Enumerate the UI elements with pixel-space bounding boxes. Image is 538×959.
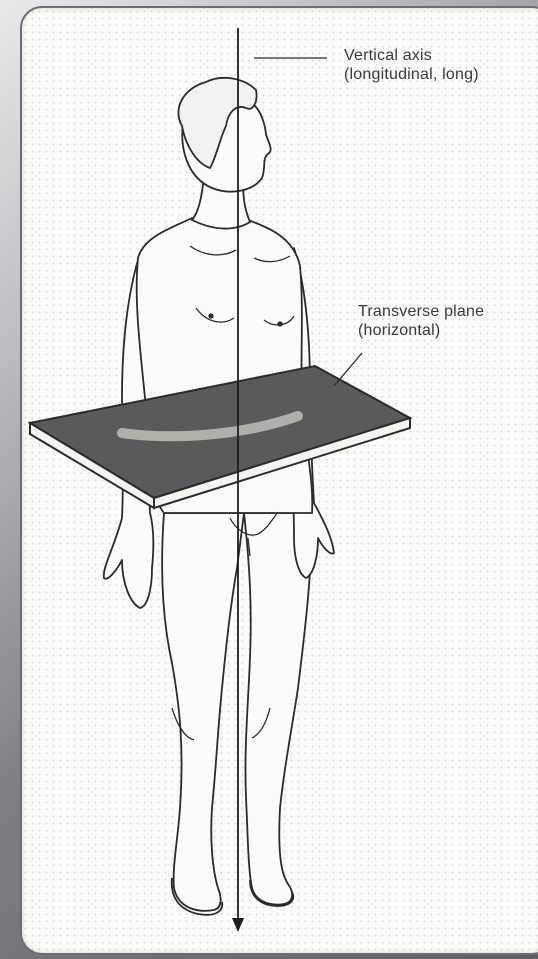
axis-arrowhead: [232, 918, 244, 932]
vertical-axis-label-line1: Vertical axis: [344, 46, 479, 65]
transverse-plane-label-line1: Transverse plane: [358, 302, 484, 321]
vertical-axis-label-line2: (longitudinal, long): [344, 65, 479, 84]
transverse-plane: [30, 366, 410, 508]
left-leg: [162, 513, 244, 911]
transverse-plane-label: Transverse plane (horizontal): [358, 302, 484, 340]
head: [178, 78, 270, 229]
vertical-axis-label: Vertical axis (longitudinal, long): [344, 46, 479, 84]
transverse-plane-leader: [334, 353, 362, 386]
diagram-card: Vertical axis (longitudinal, long) Trans…: [20, 6, 538, 955]
transverse-plane-label-line2: (horizontal): [358, 321, 484, 340]
anatomy-diagram: [22, 8, 538, 953]
legs: [162, 513, 312, 915]
